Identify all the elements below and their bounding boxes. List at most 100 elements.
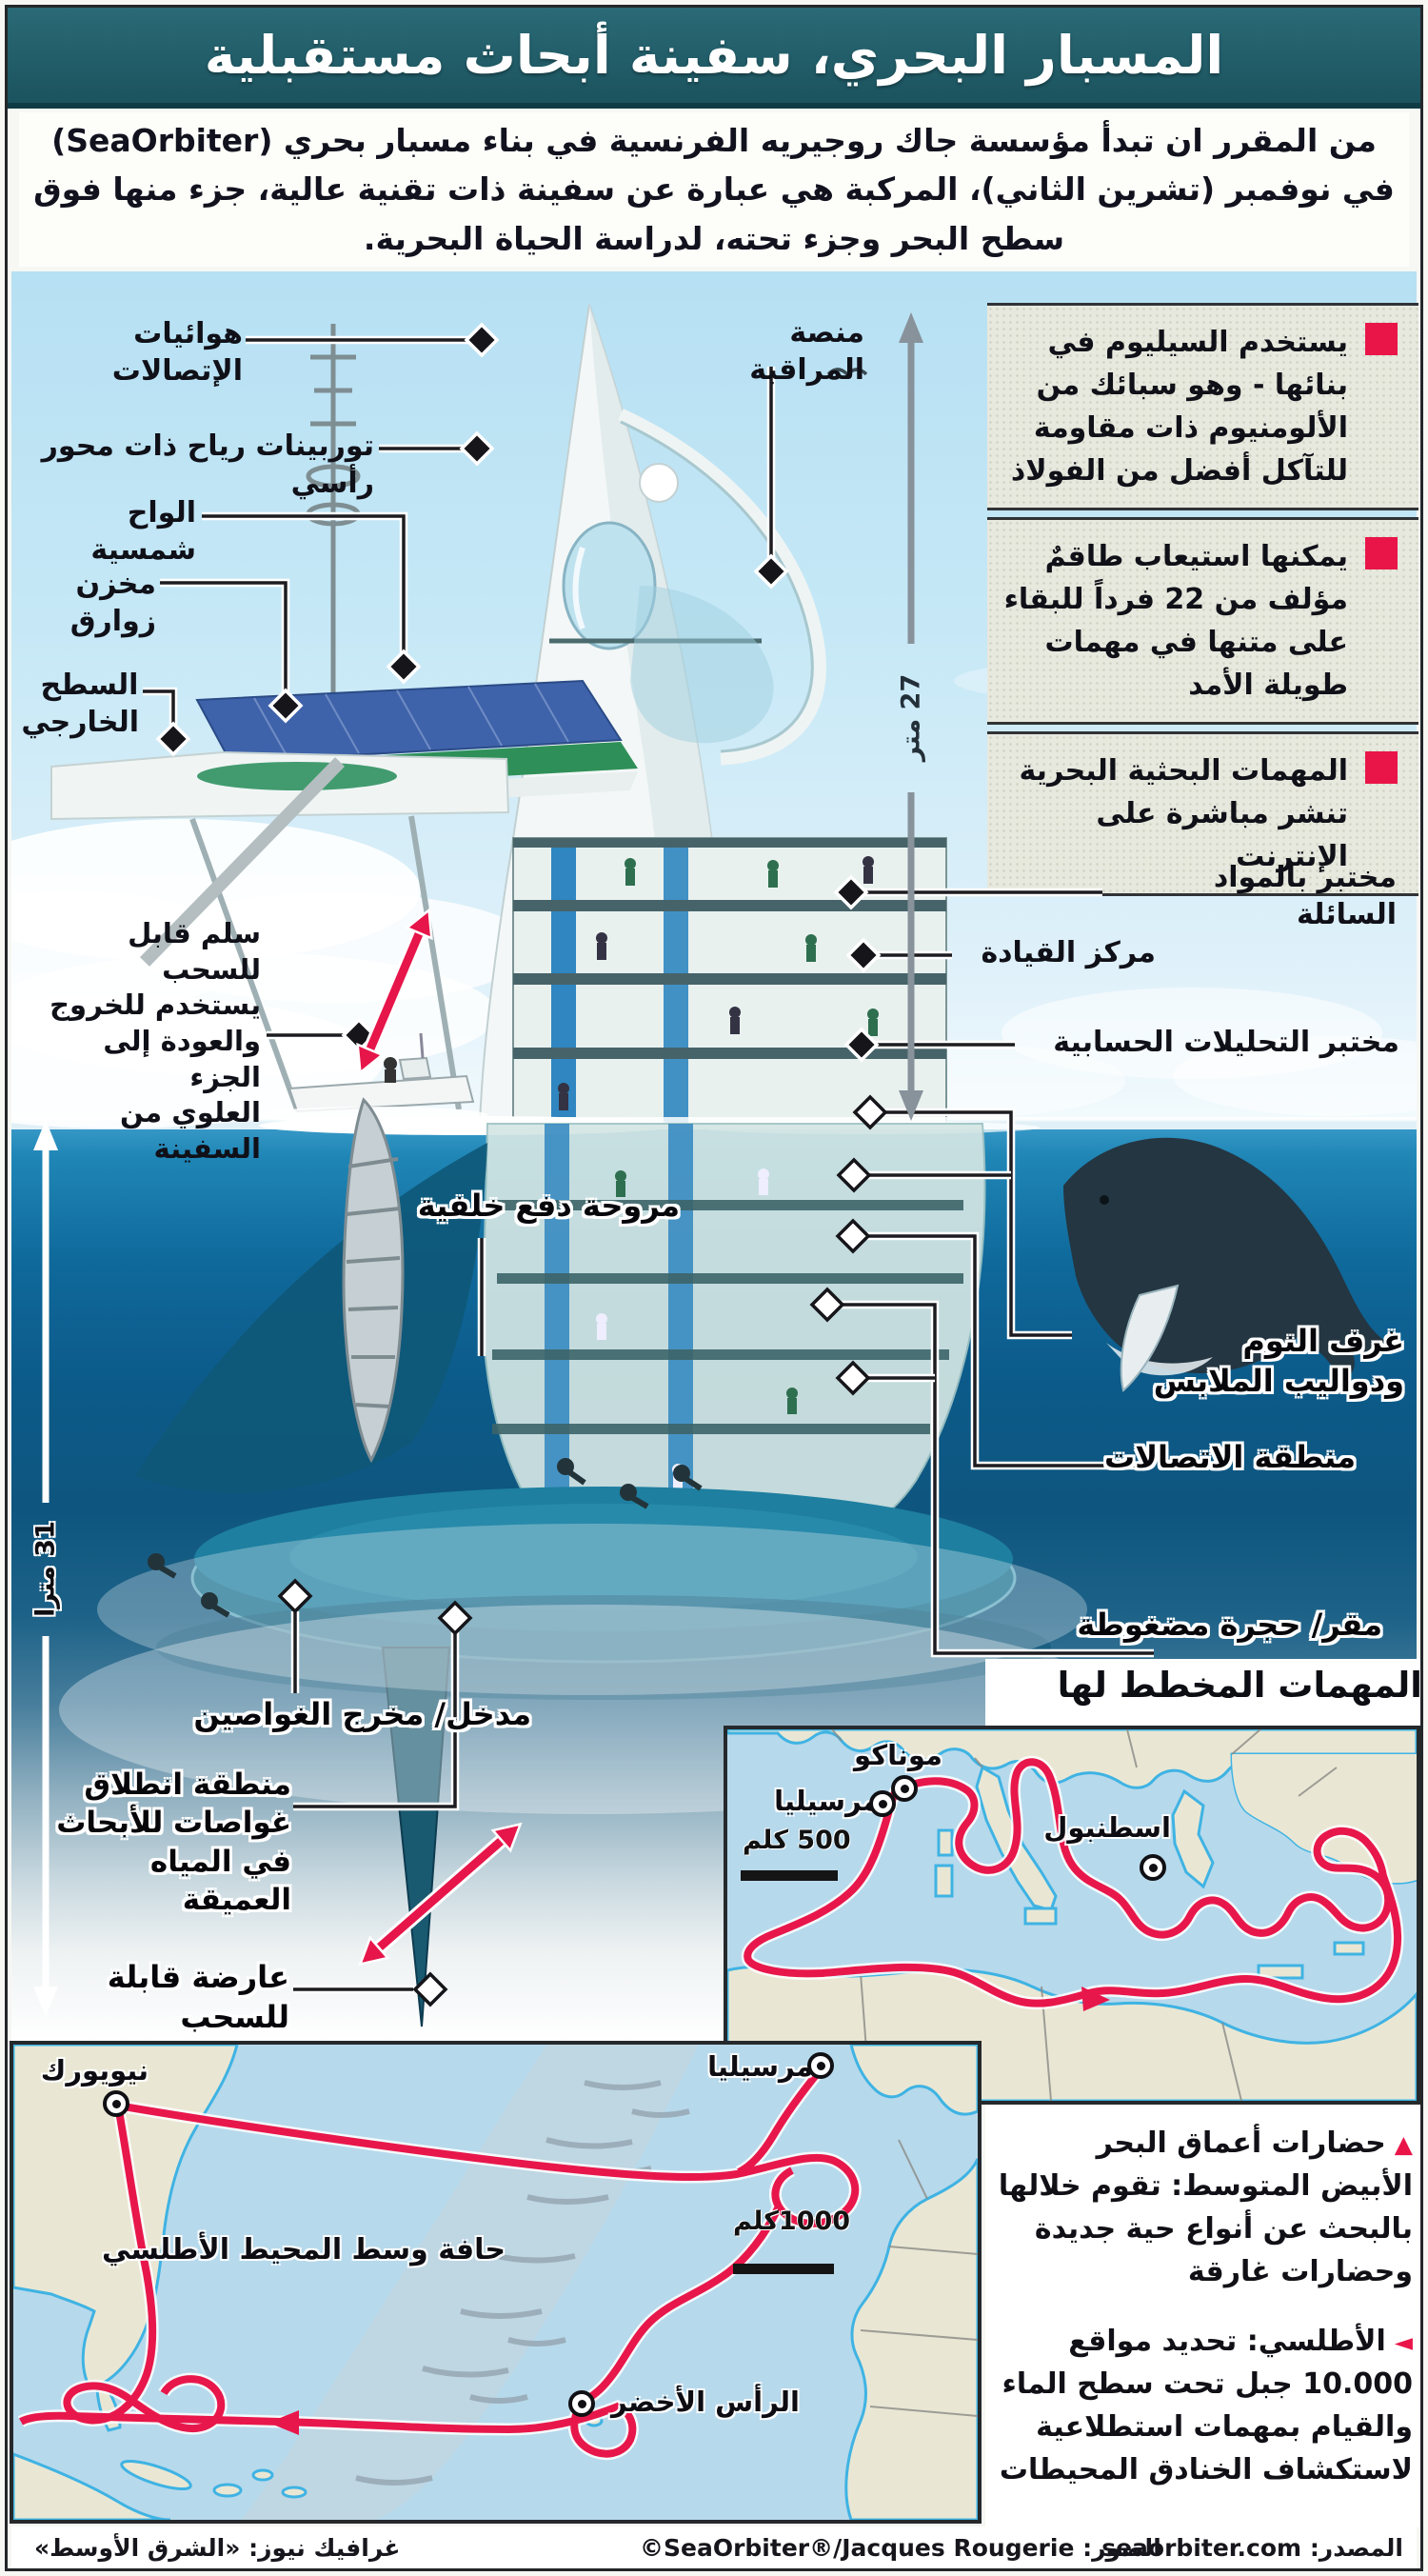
med-route <box>741 1755 1404 2011</box>
credits-bar: غرافيك نيوز: «الشرق الأوسط» الصور: SeaOr… <box>11 2526 1417 2568</box>
city-marker-icon <box>891 1775 918 1802</box>
atlantic-city-label: مرسيليا <box>707 2050 813 2083</box>
mediterranean-scale-label: 500 كلم <box>743 1826 851 1855</box>
callout-wind-turbines-line: توربينات رياح ذات محور رأسي <box>41 429 374 500</box>
callout-retractable-ladder-line: والعودة إلى الجزء <box>103 1025 261 1093</box>
callout-liquids-lab-line: مختبر بالمواد السائلة <box>1213 861 1397 931</box>
source-url[interactable]: seaorbiter.com <box>1101 2534 1302 2562</box>
callout-boat-store-line: مخزن زوارق <box>69 568 156 638</box>
atlantic-city-label: نيويورك <box>40 2054 149 2087</box>
info-box-text: المهمات البحثية البحرية تنشر مباشرة على … <box>1019 754 1348 873</box>
callout-pressurized-chamber-line: مقر/ حجرة مضغوطة <box>1077 1607 1382 1643</box>
callout-outer-surface: السطح الخارجي <box>21 667 139 741</box>
callout-boat-store: مخزن زوارق <box>13 566 156 640</box>
atlantic-scale-bar <box>733 2264 834 2274</box>
missions-list: ▲حضارات أعماق البحر الأبيض المتوسط: تقوم… <box>996 2122 1413 2518</box>
callout-retractable-ladder-line: يستخدم للخروج <box>50 988 261 1022</box>
mediterranean-scale-bar <box>741 1870 838 1881</box>
callout-analysis-lab: مختبر التحليلات الحسابية <box>1019 1024 1399 1061</box>
info-box-2: يمكنها استيعاب طاقمٌ مؤلف من 22 فرداً لل… <box>987 517 1418 725</box>
callout-analysis-lab-line: مختبر التحليلات الحسابية <box>1053 1026 1399 1059</box>
info-box-text: يستخدم السيليوم في بنائها - وهو سبائك من… <box>1010 326 1348 488</box>
saucer-platform <box>156 1487 1051 1700</box>
callout-bedrooms-line: ودواليب الملابس <box>1153 1362 1404 1399</box>
callout-sub-launch-area-line: غواصات للأبحاث <box>56 1806 291 1841</box>
callout-antennas: هوائيات الإتصالات <box>14 315 243 389</box>
callout-command-center-line: مركز القيادة <box>981 936 1156 969</box>
callout-outer-surface-line: السطح <box>40 669 139 702</box>
callout-comms-area: منطقة الاتصالات <box>1093 1438 1356 1478</box>
mission-bullet-icon: ◄ <box>1394 2328 1413 2356</box>
red-square-bullet-icon <box>1365 537 1398 569</box>
callout-antennas-line: هوائيات الإتصالات <box>111 317 243 388</box>
callout-retractable-beam-line: عارضة قابلة للسحب <box>107 1959 289 2035</box>
callout-retractable-ladder-line: العلوي من السفينة <box>120 1096 261 1166</box>
measure-label-height-27m: 27 متر <box>896 673 926 762</box>
info-boxes: يستخدم السيليوم في بنائها - وهو سبائك من… <box>987 303 1418 903</box>
callout-wind-turbines: توربينات رياح ذات محور رأسي <box>8 428 374 502</box>
mediterranean-city-label: اسطنبول <box>1043 1811 1171 1844</box>
city-marker-icon <box>568 2390 595 2417</box>
atlantic-scale-label: 1000كلم <box>733 2207 851 2236</box>
callout-sub-launch-area-line: في المياه العميقة <box>149 1844 291 1917</box>
route-arrow-icon <box>1081 1987 1110 2011</box>
mission-bullet-icon: ▲ <box>1394 2130 1413 2158</box>
atl-borders <box>860 2139 978 2417</box>
med-borders <box>831 1729 1338 2101</box>
credit-photos: الصور: SeaOrbiter®/Jacques Rougerie© <box>640 2534 1161 2562</box>
missions-heading: المهمات المخطط لها <box>1057 1665 1422 1706</box>
callout-retractable-ladder-line: سلم قابل للسحب <box>128 917 261 986</box>
info-box-3: المهمات البحثية البحرية تنشر مباشرة على … <box>987 731 1418 896</box>
route-arrow-icon <box>268 2410 299 2435</box>
callout-observation-platform: منصة المراقبة <box>678 314 864 389</box>
observation-bubble <box>562 521 657 650</box>
mission-text: تحديد مواقع 10.000 جبل تحت سطح الماء وال… <box>999 2325 1413 2486</box>
info-box-text: يمكنها استيعاب طاقمٌ مؤلف من 22 فرداً لل… <box>1003 540 1348 702</box>
city-marker-icon <box>807 2052 834 2079</box>
mediterranean-city-label: مرسيليا <box>774 1785 880 1817</box>
callout-bedrooms-line: غرف النوم <box>1242 1323 1404 1359</box>
red-square-bullet-icon <box>1365 323 1398 355</box>
callout-outer-surface-line: الخارجي <box>21 706 139 739</box>
bird-icon <box>826 368 868 377</box>
source-label: المصدر: <box>1309 2534 1403 2562</box>
callout-comms-area-line: منطقة الاتصالات <box>1104 1439 1356 1475</box>
callout-rear-propeller-line: مروحة دفع خلفية <box>417 1188 680 1224</box>
mission-item-1: ▲حضارات أعماق البحر الأبيض المتوسط: تقوم… <box>996 2122 1413 2293</box>
info-box-1: يستخدم السيليوم في بنائها - وهو سبائك من… <box>987 303 1418 510</box>
callout-pressurized-chamber: مقر/ حجرة مضغوطة <box>1068 1606 1382 1646</box>
atl-land <box>13 2045 978 2520</box>
callout-sub-launch-area-line: منطقة انطلاق <box>84 1767 291 1802</box>
retractable-ladder-icon <box>342 1097 405 1464</box>
title-bar: المسبار البحري، سفينة أبحاث مستقبلية <box>8 8 1420 109</box>
callout-divers-exit-line: مدخل/ مخرج الغواصين <box>193 1696 531 1732</box>
radar-dome-icon <box>639 463 679 503</box>
mission-lead: الأطلسي: <box>1246 2325 1386 2358</box>
red-square-bullet-icon <box>1365 751 1398 784</box>
mission-lead: حضارات أعماق البحر الأبيض المتوسط: <box>1096 2127 1413 2203</box>
callout-rear-propeller: مروحة دفع خلفية <box>417 1187 680 1227</box>
callout-liquids-lab: مختبر بالمواد السائلة <box>1106 859 1397 933</box>
mission-text: تقوم خلالها بالبحث عن أنواع حية جديدة وح… <box>998 2169 1413 2288</box>
credit-graphics: غرافيك نيوز: «الشرق الأوسط» <box>34 2534 401 2562</box>
intro-text: من المقرر ان تبدأ مؤسسة جاك روجيريه الفر… <box>33 122 1395 257</box>
credit-source: المصدر: seaorbiter.com <box>1101 2534 1403 2562</box>
arch-structure <box>618 409 826 766</box>
outrigger-deck <box>50 750 510 1111</box>
callout-solar-panels-line: الواح شمسية <box>90 496 196 567</box>
measure-label-depth-31m: 31 مترا <box>30 1521 61 1617</box>
atl-ridge <box>242 2045 699 2520</box>
city-marker-icon <box>1140 1854 1166 1881</box>
intro-block: من المقرر ان تبدأ مؤسسة جاك روجيريه الفر… <box>19 112 1409 267</box>
atlantic-city-label: الرأس الأخضر <box>611 2386 800 2418</box>
callout-observation-platform-line: منصة المراقبة <box>749 316 864 387</box>
page-title: المسبار البحري، سفينة أبحاث مستقبلية <box>204 25 1224 86</box>
cross-section-decks <box>512 837 947 1125</box>
atl-route <box>17 2065 862 2461</box>
city-marker-icon <box>103 2090 129 2117</box>
